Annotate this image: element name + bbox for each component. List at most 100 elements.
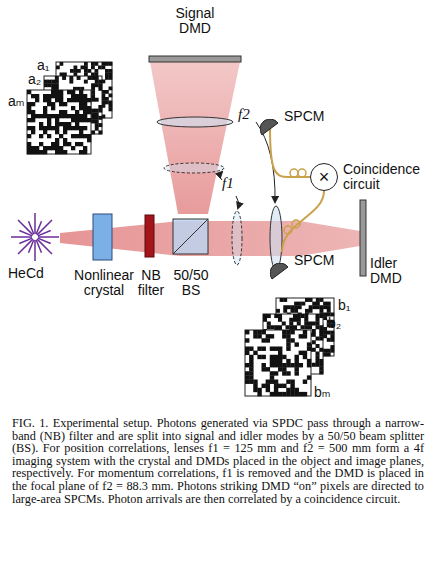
- pattern-pixel: [257, 334, 261, 338]
- pattern-pixel: [63, 142, 67, 146]
- pattern-pixel: [88, 76, 92, 80]
- pattern-pixel: [320, 298, 324, 302]
- beam-splitter: [173, 219, 208, 254]
- laser-ray: [34, 240, 36, 261]
- pattern-pixel: [47, 146, 51, 150]
- pattern-pixel: [83, 150, 87, 154]
- pattern-pixel: [67, 122, 71, 126]
- pattern-pixel: [109, 101, 113, 105]
- pattern-pixel: [312, 322, 316, 326]
- pattern-pixel: [87, 110, 91, 114]
- pattern-pixel: [303, 355, 307, 359]
- pattern-pixel: [39, 122, 43, 126]
- pattern-pixel: [249, 371, 253, 375]
- pattern-pixel: [323, 313, 327, 317]
- pattern-pixel: [307, 375, 311, 379]
- pattern-pixel: [319, 367, 323, 371]
- pattern-pixel: [98, 87, 102, 91]
- pattern-pixel: [266, 384, 270, 388]
- pattern-pixel: [51, 114, 55, 118]
- pattern-pixel: [39, 114, 43, 118]
- nonlinear-crystal: [93, 214, 112, 260]
- pattern-pixel: [35, 146, 39, 150]
- pattern-pixel: [27, 102, 31, 106]
- lens-f2: [157, 117, 233, 127]
- pattern-pixel: [257, 347, 261, 351]
- part-label: bₘ: [314, 385, 331, 400]
- pattern-pixel: [55, 83, 59, 87]
- pattern-pixel: [312, 302, 316, 306]
- part-label: f2: [238, 107, 250, 122]
- pattern-pixel: [319, 333, 323, 337]
- pattern-pixel: [47, 94, 51, 98]
- pattern-pixel: [290, 384, 294, 388]
- pattern-pixel: [267, 325, 271, 329]
- pattern-pixel: [294, 309, 298, 313]
- pattern-pixel: [323, 305, 327, 309]
- part-label: 50/50 BS: [168, 268, 214, 298]
- pattern-pixel: [262, 330, 266, 334]
- pattern-pixel: [98, 83, 102, 87]
- pattern-pixel: [304, 325, 308, 329]
- pattern-pixel: [262, 355, 266, 359]
- pattern-pixel: [59, 98, 63, 102]
- pattern-pixel: [74, 66, 78, 70]
- pattern-pixel: [51, 102, 55, 106]
- pattern-pixel: [278, 347, 282, 351]
- pattern-pixel: [249, 367, 253, 371]
- pattern-pixel: [287, 334, 291, 338]
- pattern-pixel: [330, 331, 334, 335]
- pattern-pixel: [271, 325, 275, 329]
- pattern-pixel: [63, 115, 67, 119]
- pattern-pixel: [262, 338, 266, 342]
- pattern-pixel: [59, 114, 63, 118]
- pattern-pixel: [316, 337, 320, 341]
- pattern-pixel: [74, 69, 78, 73]
- pattern-pixel: [91, 62, 95, 66]
- pattern-pixel: [43, 114, 47, 118]
- pattern-pixel: [291, 331, 295, 335]
- pattern-pixel: [95, 62, 99, 66]
- pattern-pixel: [253, 384, 257, 388]
- pattern-pixel: [257, 388, 261, 392]
- pattern-pixel: [245, 347, 249, 351]
- pattern-pixel: [323, 334, 327, 338]
- pattern-pixel: [105, 76, 109, 80]
- pattern-pixel: [27, 118, 31, 122]
- pattern-pixel: [270, 359, 274, 363]
- pattern-pixel: [62, 76, 66, 80]
- pattern-pixel: [266, 367, 270, 371]
- pattern-pixel: [98, 116, 102, 120]
- part-label: HeCd: [8, 266, 44, 281]
- pattern-pixel: [91, 83, 95, 87]
- pattern-pixel: [87, 134, 91, 138]
- pattern-pixel: [286, 388, 290, 392]
- pattern-pixel: [257, 355, 261, 359]
- pattern-pixel: [84, 80, 88, 84]
- part-label: b₁: [338, 298, 351, 313]
- pattern-pixel: [278, 325, 282, 329]
- pattern-pixel: [55, 94, 59, 98]
- pattern-pixel: [266, 380, 270, 384]
- pattern-pixel: [56, 66, 60, 70]
- pattern-pixel: [79, 142, 83, 146]
- pattern-pixel: [298, 305, 302, 309]
- pattern-pixel: [249, 347, 253, 351]
- pattern-pixel: [274, 363, 278, 367]
- pattern-pixel: [70, 76, 74, 80]
- pattern-pixel: [266, 334, 270, 338]
- pattern-pixel: [316, 325, 320, 329]
- pattern-pixel: [303, 351, 307, 355]
- pattern-pixel: [286, 380, 290, 384]
- pattern-pixel: [88, 98, 92, 102]
- pattern-pixel: [91, 109, 95, 113]
- pattern-pixel: [270, 375, 274, 379]
- pattern-pixel: [31, 150, 35, 154]
- coincidence-circuit: ×Coincidence circuit: [310, 162, 429, 192]
- pattern-pixel: [270, 363, 274, 367]
- pattern-pixel: [48, 127, 52, 131]
- pattern-pixel: [55, 126, 59, 130]
- pattern-pixel: [55, 138, 59, 142]
- pattern-pixel: [293, 318, 297, 322]
- pattern-pixel: [282, 384, 286, 388]
